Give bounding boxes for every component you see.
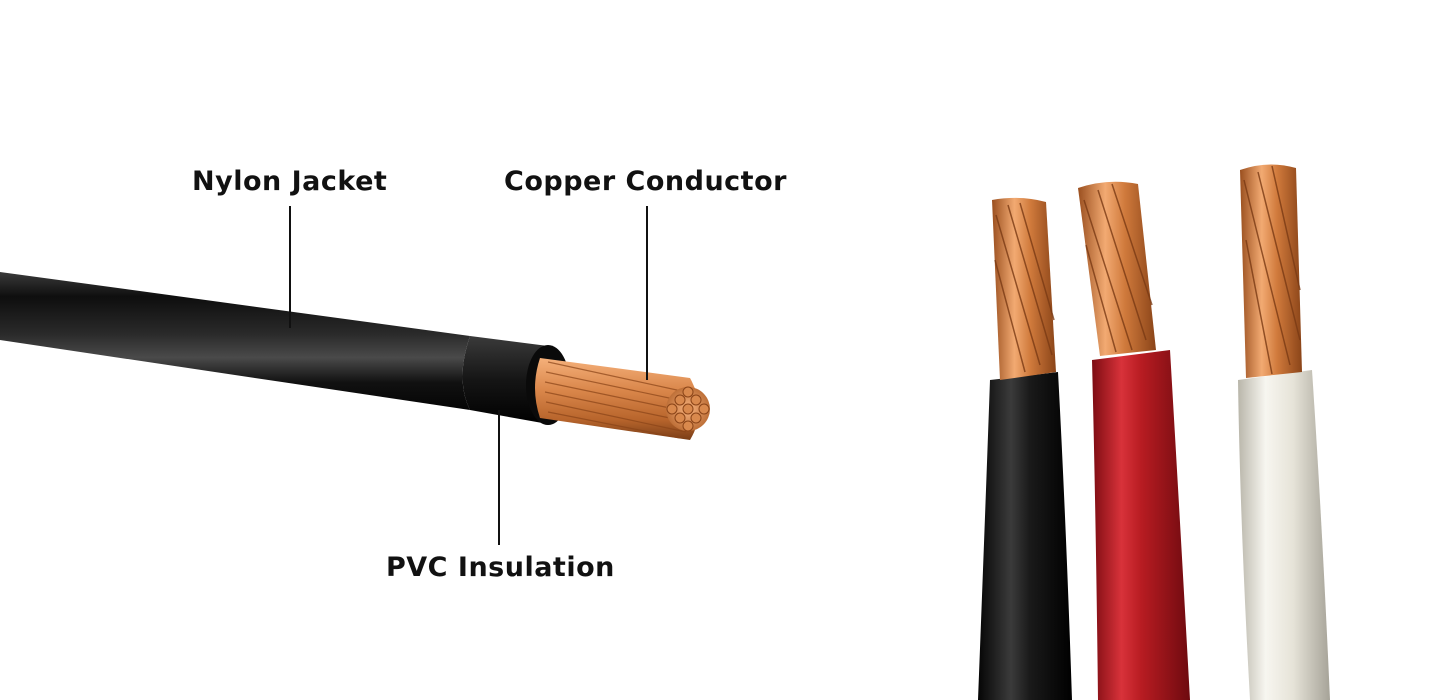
label-nylon-jacket: Nylon Jacket (192, 166, 388, 197)
nylon-jacket (0, 272, 470, 410)
pvc-insulation (462, 336, 548, 424)
label-copper-conductor: Copper Conductor (504, 166, 787, 197)
label-pvc-insulation: PVC Insulation (386, 552, 615, 583)
red-wire (1078, 181, 1190, 700)
white-wire (1238, 164, 1330, 700)
wires-photo (978, 164, 1330, 700)
black-wire (978, 197, 1072, 700)
cable-cutaway (0, 206, 710, 545)
